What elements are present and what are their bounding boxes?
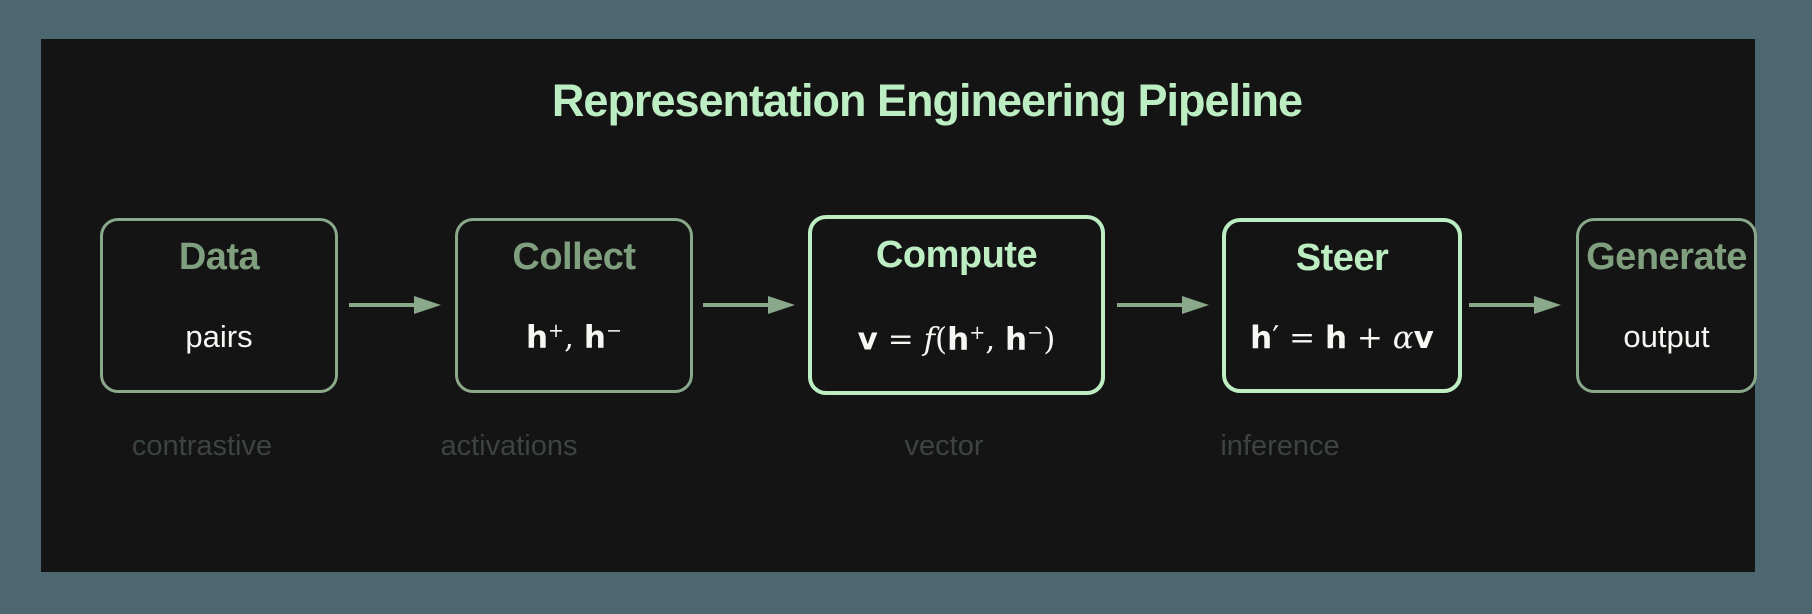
stage-box-collect: Collect h+, h− [455, 218, 693, 393]
stage-title-collect: Collect [512, 236, 636, 278]
stage-caption-vector: vector [904, 430, 984, 462]
stage-detail-data: pairs [185, 319, 253, 354]
stage-box-steer: Steer h′ = h + αv [1222, 218, 1462, 393]
diagram-title: Representation Engineering Pipeline [551, 75, 1303, 126]
flow-arrow-3 [1117, 296, 1209, 314]
stage-caption-contrastive: contrastive [131, 430, 273, 462]
stage-title-compute: Compute [875, 234, 1038, 276]
stage-formula-steer: h′ = h + αv [1250, 320, 1434, 356]
stage-box-generate: Generate output [1576, 218, 1757, 393]
flow-arrow-1 [349, 296, 441, 314]
stage-title-generate: Generate [1586, 236, 1747, 278]
stage-caption-activations: activations [440, 430, 578, 462]
stage-box-compute: Compute v = f(h+, h−) [808, 215, 1105, 395]
stage-caption-inference: inference [1220, 430, 1340, 462]
pipeline-panel: Representation Engineering Pipeline Data… [41, 39, 1757, 572]
stage-box-data: Data pairs [100, 218, 338, 393]
flow-arrow-4 [1469, 296, 1561, 314]
stage-title-data: Data [178, 236, 260, 278]
stage-detail-generate: output [1623, 319, 1710, 354]
stage-formula-collect: h+, h− [525, 319, 623, 356]
stage-formula-compute: v = f(h+, h−) [857, 321, 1056, 358]
flow-arrow-2 [703, 296, 795, 314]
stage-title-steer: Steer [1295, 237, 1389, 279]
